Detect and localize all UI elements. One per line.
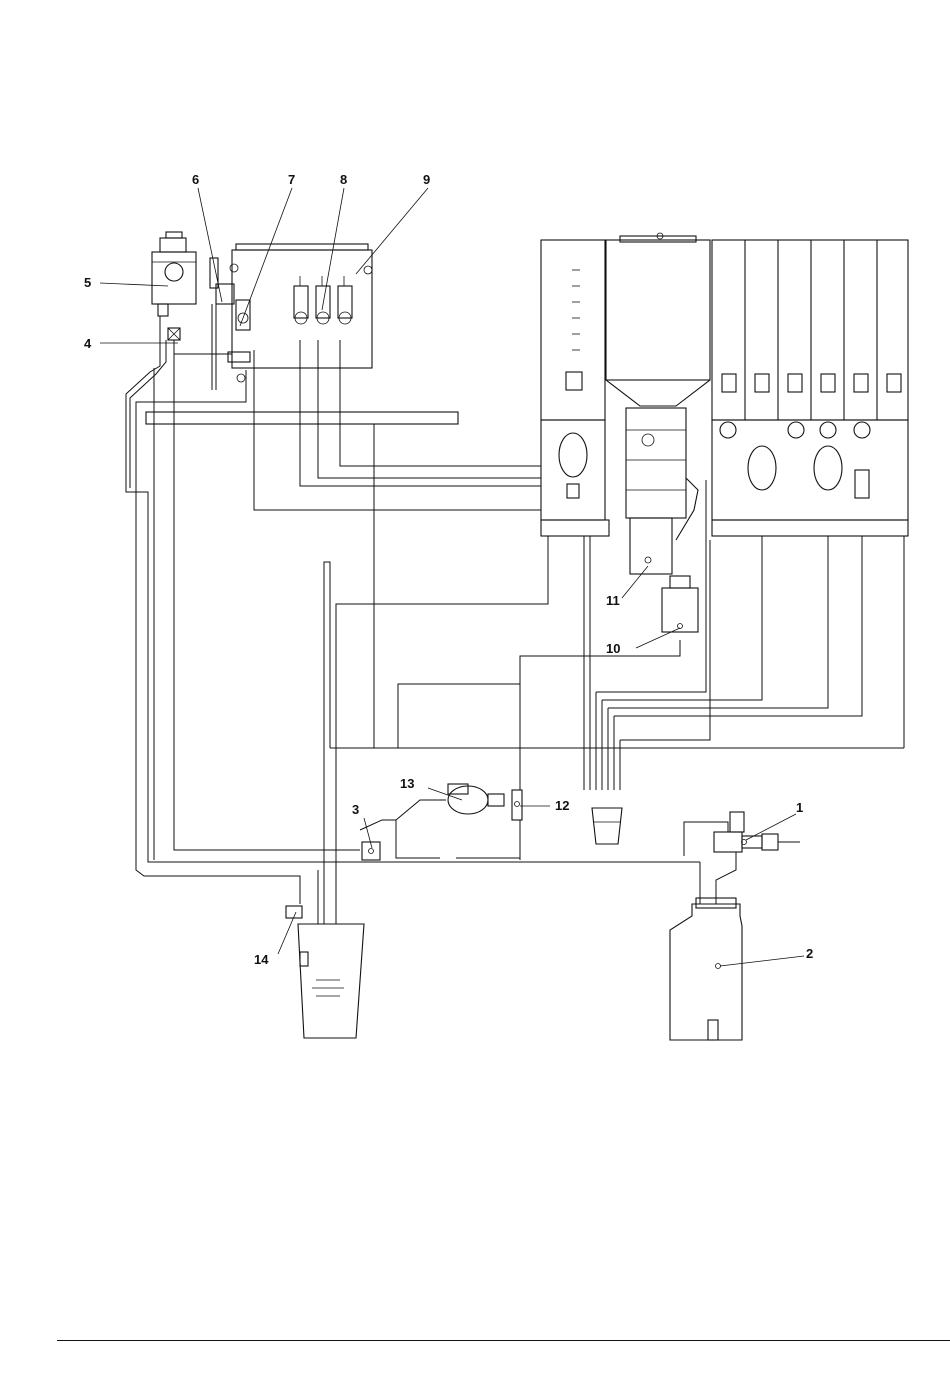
callout-2: 2 bbox=[806, 946, 813, 961]
callout-11: 11 bbox=[606, 593, 620, 608]
callout-8: 8 bbox=[340, 172, 347, 187]
component-1-inlet-valve bbox=[714, 812, 800, 852]
cup bbox=[592, 808, 622, 844]
callout-5: 5 bbox=[84, 275, 91, 290]
callout-13: 13 bbox=[400, 776, 414, 791]
component-10-container bbox=[662, 576, 698, 632]
component-2-water-bottle bbox=[670, 898, 742, 1040]
callout-14: 14 bbox=[254, 952, 269, 967]
component-5-air-break bbox=[152, 232, 196, 340]
callout-9: 9 bbox=[423, 172, 430, 187]
canister-bank-right bbox=[712, 240, 908, 536]
component-11-brewer bbox=[626, 408, 698, 574]
callout-10: 10 bbox=[606, 641, 620, 656]
component-6-boiler-pipe bbox=[210, 258, 234, 390]
frame-bar bbox=[146, 412, 458, 424]
callout-7: 7 bbox=[288, 172, 295, 187]
callout-4: 4 bbox=[84, 336, 92, 351]
callout-3: 3 bbox=[352, 802, 359, 817]
coffee-hopper bbox=[606, 233, 710, 406]
footer-rule bbox=[57, 1340, 950, 1341]
callout-1: 1 bbox=[796, 800, 803, 815]
component-13-pump bbox=[448, 784, 504, 814]
component-9-valve-block bbox=[230, 244, 372, 368]
callout-12: 12 bbox=[555, 798, 569, 813]
canister-unit-left bbox=[541, 240, 609, 536]
callout-6: 6 bbox=[192, 172, 199, 187]
component-14-waste-tank bbox=[286, 906, 364, 1038]
component-12-valve bbox=[512, 790, 522, 820]
